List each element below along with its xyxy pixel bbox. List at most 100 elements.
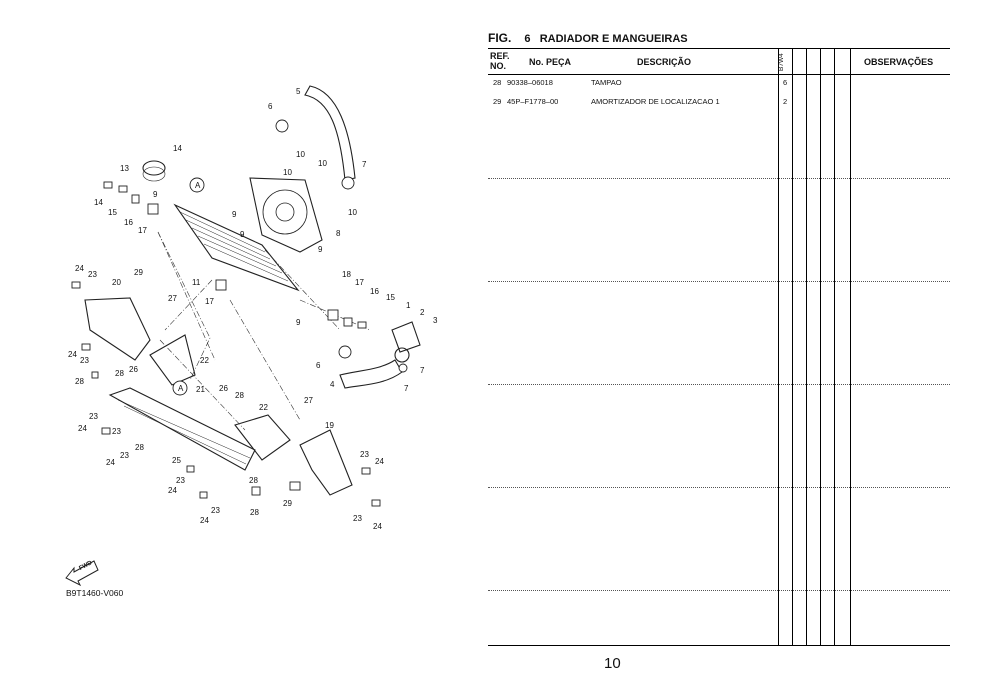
callout: 22 <box>259 403 268 412</box>
marker-label: A <box>178 384 184 393</box>
callout: 23 <box>211 506 220 515</box>
column-divider <box>778 49 779 645</box>
page-number: 10 <box>604 655 621 672</box>
callout: 28 <box>249 476 258 485</box>
callout: 24 <box>106 458 115 467</box>
row-part-no: 90338–06018 <box>507 78 553 87</box>
callout: 10 <box>348 208 357 217</box>
row-group-divider <box>488 281 950 282</box>
callout: 23 <box>112 427 121 436</box>
bracket-19 <box>84 297 151 361</box>
callout: 20 <box>112 278 121 287</box>
upper-hose <box>304 85 356 181</box>
callout: 25 <box>172 456 181 465</box>
callout: 9 <box>240 230 245 239</box>
row-group-divider <box>488 178 950 179</box>
table-top-rule <box>488 48 950 49</box>
callout: 10 <box>318 159 327 168</box>
callout: 13 <box>120 164 129 173</box>
parts-diagram: 6 5 14 13 10 10 7 10 A 14 9 15 9 10 16 1… <box>0 0 480 700</box>
callout: 23 <box>353 514 362 523</box>
table-header-rule <box>488 74 950 75</box>
callout: 27 <box>168 294 177 303</box>
callout: 26 <box>219 384 228 393</box>
callout: 23 <box>88 270 97 279</box>
callout: 17 <box>355 278 364 287</box>
radiator-core <box>173 203 300 292</box>
header-model: B7W4 <box>778 53 785 71</box>
callout: 28 <box>250 508 259 517</box>
bracket-18 <box>299 429 353 496</box>
callout: 14 <box>94 198 103 207</box>
callout: 23 <box>120 451 129 460</box>
callout: 10 <box>283 168 292 177</box>
callout: 2 <box>420 308 425 317</box>
callout: 9 <box>232 210 237 219</box>
column-divider <box>792 49 793 645</box>
callout: 6 <box>316 361 321 370</box>
callout: 27 <box>304 396 313 405</box>
row-description: TAMPAO <box>591 78 622 87</box>
callout: 14 <box>173 144 182 153</box>
callout: 24 <box>168 486 177 495</box>
marker-a-lower <box>172 380 188 396</box>
callout: 10 <box>296 150 305 159</box>
callout: 28 <box>75 377 84 386</box>
callout: 11 <box>192 278 201 287</box>
callout: 23 <box>89 412 98 421</box>
callout: 4 <box>330 380 335 389</box>
callout: 24 <box>375 457 384 466</box>
oil-cooler <box>108 387 256 471</box>
marker-label: A <box>195 181 201 190</box>
callout: 9 <box>318 245 323 254</box>
callout: 17 <box>138 226 147 235</box>
callout: 29 <box>134 268 143 277</box>
header-notes: OBSERVAÇÕES <box>864 57 934 67</box>
callout: 26 <box>129 365 138 374</box>
marker-a-upper <box>189 177 205 193</box>
callout: 21 <box>196 385 205 394</box>
callout: 23 <box>176 476 185 485</box>
header-part-no: No. PEÇA <box>529 57 572 67</box>
callout: 23 <box>360 450 369 459</box>
callout: 28 <box>115 369 124 378</box>
row-part-no: 45P–F1778–00 <box>507 97 559 106</box>
column-divider <box>820 49 821 645</box>
row-qty: 2 <box>783 97 788 106</box>
row-group-divider <box>488 590 950 591</box>
header-ref-no: REF. NO. <box>490 51 510 71</box>
row-group-divider <box>488 487 950 488</box>
callout: 19 <box>325 421 334 430</box>
column-divider <box>850 49 851 645</box>
callout: 3 <box>433 316 438 325</box>
callout: 24 <box>68 350 77 359</box>
column-divider <box>834 49 835 645</box>
callout: 7 <box>420 366 425 375</box>
callout: 9 <box>296 318 301 327</box>
table-bottom-rule <box>488 645 950 646</box>
lower-hose <box>339 359 403 389</box>
column-divider <box>806 49 807 645</box>
callout: 17 <box>205 297 214 306</box>
fig-title: RADIADOR E MANGUEIRAS <box>539 33 688 45</box>
header-description: DESCRIÇÃO <box>637 57 692 67</box>
callout: 1 <box>406 301 411 310</box>
fan-shroud <box>249 177 323 253</box>
callout: 24 <box>78 424 87 433</box>
row-description: AMORTIZADOR DE LOCALIZACAO 1 <box>591 97 720 106</box>
callout: 28 <box>135 443 144 452</box>
callout: 15 <box>386 293 395 302</box>
diagram-code: B9T1460-V060 <box>66 588 124 598</box>
callout: 24 <box>373 522 382 531</box>
callout: 5 <box>296 87 301 96</box>
fwd-arrow-icon <box>65 560 99 587</box>
callout: 18 <box>342 270 351 279</box>
callout: 7 <box>404 384 409 393</box>
fig-number: 6 <box>524 33 531 45</box>
callout: 23 <box>80 356 89 365</box>
callout: 15 <box>108 208 117 217</box>
callout: 28 <box>235 391 244 400</box>
row-group-divider <box>488 384 950 385</box>
row-qty: 6 <box>783 78 788 87</box>
callout: 29 <box>283 499 292 508</box>
